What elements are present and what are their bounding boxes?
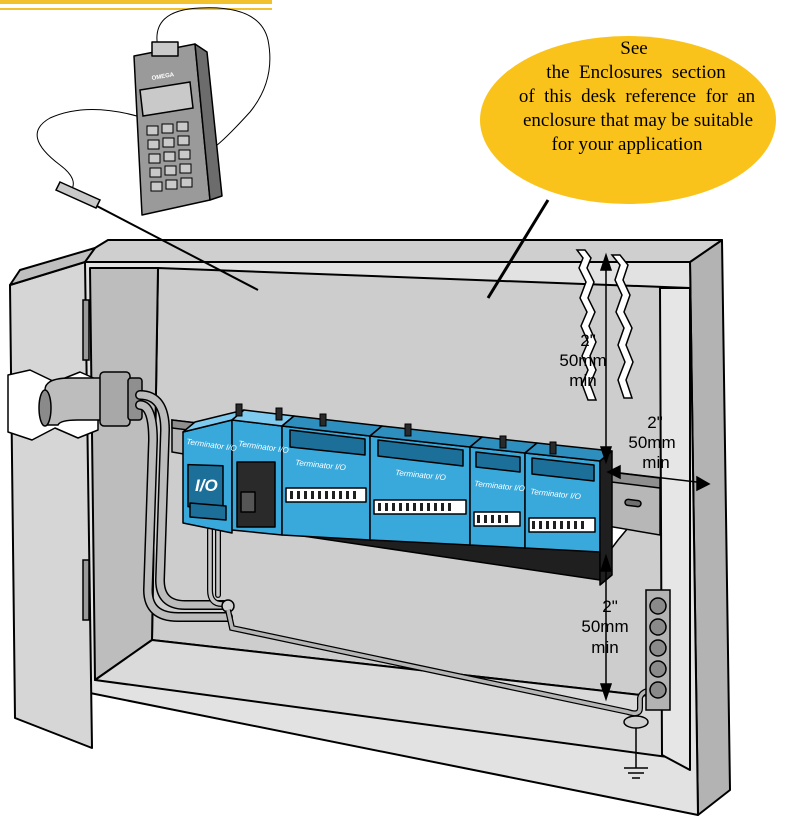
- io-module-2: [369, 425, 483, 546]
- wire-bundle: [135, 390, 233, 622]
- probe-handle: [54, 181, 102, 209]
- callout-leader: [486, 199, 550, 299]
- door-hinge-top: [82, 299, 90, 361]
- enclosure-top-lip: [71, 239, 723, 263]
- callout-line-3: of this desk reference for an: [519, 86, 756, 107]
- power-module: [231, 409, 295, 536]
- bottom-clearance-suffix: min: [591, 638, 618, 657]
- probe-cable: [36, 108, 151, 193]
- terminal-block: [645, 589, 671, 711]
- terminal-slots: [290, 491, 584, 529]
- io-module-3: [469, 436, 538, 549]
- din-clips: [235, 403, 557, 455]
- meter-keypad: [146, 121, 193, 192]
- top-clearance-value: 2": [580, 331, 596, 350]
- ground-symbol: [623, 715, 649, 779]
- side-clearance-value: 2": [647, 413, 663, 432]
- terminal-screw-4: [649, 660, 667, 678]
- callout-bubble: [480, 36, 776, 204]
- accent-rule: [0, 0, 272, 4]
- side-clearance-suffix: min: [642, 453, 669, 472]
- conduit-elbow: [38, 371, 143, 427]
- base-controller-module: I/O: [182, 409, 245, 534]
- io-modules: I/O: [182, 409, 613, 586]
- io-module-1: [281, 415, 383, 541]
- top-clearance-suffix: min: [569, 371, 596, 390]
- handheld-meter: OMEGA: [36, 7, 271, 291]
- base-logo: I/O: [195, 476, 218, 495]
- meter-display: [139, 81, 194, 117]
- side-clearance-metric: 50mm: [628, 433, 675, 452]
- terminal-screw-3: [649, 639, 667, 657]
- terminal-screw-1: [649, 597, 667, 615]
- dimension-lines: [599, 252, 711, 702]
- bottom-clearance-value: 2": [602, 597, 618, 616]
- callout-line-4: enclosure that may be suitable: [523, 110, 753, 131]
- top-clearance-metric: 50mm: [559, 351, 606, 370]
- callout-line-2: the Enclosures section: [546, 62, 726, 83]
- rail-slot-2: [624, 498, 642, 508]
- probe-rod: [69, 191, 259, 291]
- terminal-screw-2: [649, 618, 667, 636]
- door-hinge-bottom: [82, 559, 90, 621]
- callout-line-1: See: [620, 38, 647, 59]
- callout-text: See the Enclosures section of this desk …: [519, 38, 756, 155]
- callout-line-5: for your application: [552, 134, 703, 155]
- terminal-screw-5: [649, 681, 667, 699]
- meter-brand: OMEGA: [151, 72, 175, 82]
- meter-cable: [156, 7, 271, 151]
- accent-rule-thin: [0, 8, 272, 10]
- bottom-clearance-metric: 50mm: [581, 617, 628, 636]
